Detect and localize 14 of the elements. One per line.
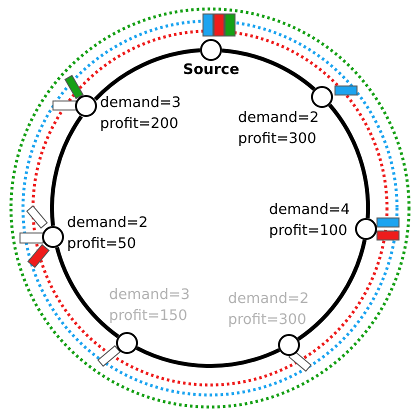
ring-arc: [94, 48, 200, 101]
ring-arc: [328, 104, 370, 218]
node-label: demand=2 profit=300: [228, 290, 310, 330]
ring-arc: [297, 239, 367, 341]
node-label: demand=2 profit=50: [67, 214, 149, 254]
node-label: Source: [183, 61, 240, 80]
node-label: demand=2 profit=300: [238, 109, 320, 149]
ring-arc: [136, 346, 280, 368]
node-label: demand=3 profit=200: [100, 94, 182, 134]
ring-arc: [222, 48, 316, 91]
ring-arc: [55, 246, 120, 338]
node-label: demand=3 profit=150: [109, 286, 191, 326]
ring-arc: [50, 115, 83, 226]
node-label: demand=4 profit=100: [269, 201, 351, 241]
